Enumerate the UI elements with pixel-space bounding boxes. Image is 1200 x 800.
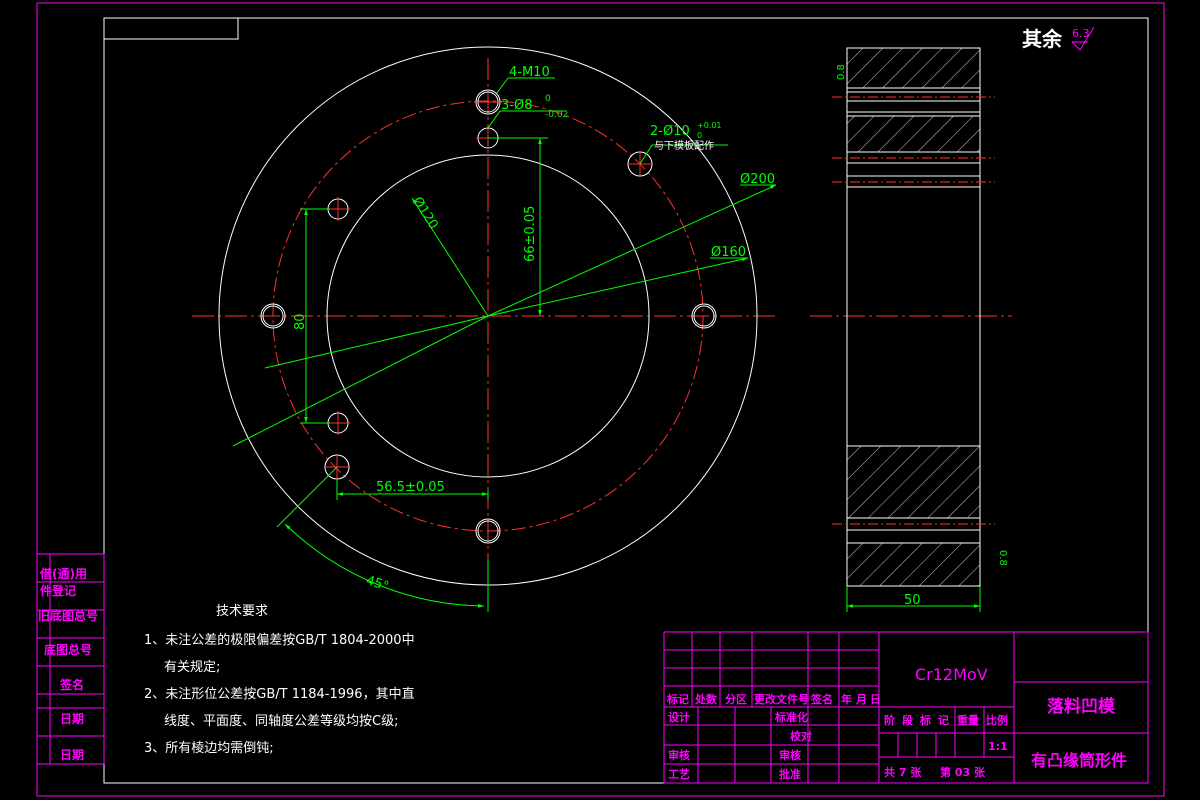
dim-side-top: 0.8 [836, 64, 847, 80]
outer-border [36, 2, 1165, 797]
side-row-7: 日期 [60, 747, 84, 762]
code-box [103, 17, 239, 40]
rev-h-day: 日 [870, 693, 881, 706]
dowel-note: 与下模板配作 [654, 139, 714, 152]
tech-line-1a: 1、未注公差的极限偏差按GB/T 1804-2000中 [144, 633, 415, 648]
rev-h-year: 年 [841, 692, 852, 706]
dimension-lines [232, 77, 777, 612]
dim-pin-holes: 3-Ø8 [501, 98, 532, 113]
roughness-symbol [1071, 26, 1095, 51]
tech-line-3: 3、所有棱边均需倒钝; [144, 741, 274, 756]
tb-material: Cr12MoV [915, 665, 988, 684]
title-block-grid [663, 631, 1149, 784]
dim-d200: Ø200 [740, 172, 775, 187]
side-row-2: 件登记 [40, 583, 76, 598]
hole-right [691, 303, 717, 329]
tb-standard: 标准化 [774, 710, 808, 724]
tb-sheets-total: 共 7 张 [884, 765, 922, 779]
dim-56-5: 56.5±0.05 [376, 480, 445, 495]
stage-h-0: 阶 [884, 713, 896, 727]
stage-h-scale: 比例 [986, 713, 1008, 727]
rev-h-mark: 标记 [666, 692, 689, 706]
tb-design: 设计 [668, 710, 690, 724]
hole-left [260, 303, 286, 329]
side-row-6: 日期 [60, 711, 84, 726]
tech-title: 技术要求 [216, 604, 269, 619]
tb-process: 工艺 [668, 767, 690, 781]
dim-d120: Ø120 [409, 194, 440, 232]
rev-h-month: 月 [855, 693, 867, 706]
tb-product: 有凸缘筒形件 [1031, 751, 1127, 770]
roughness-value: 6.3 [1072, 27, 1090, 40]
dim-pin-holes-upper: 0 [545, 94, 551, 104]
tech-line-2a: 2、未注形位公差按GB/T 1184-1996，其中直 [144, 687, 415, 702]
front-view: 4-M10 3-Ø8 0 -0.02 2-Ø10 +0.01 0 Ø200 Ø1… [192, 46, 778, 612]
side-row-5: 签名 [59, 677, 84, 692]
hole-right-inner [693, 305, 715, 327]
tb-approve: 批准 [779, 767, 801, 781]
dim-66: 66±0.05 [523, 206, 538, 262]
stage-h-3: 记 [938, 714, 949, 727]
dim-dowel-holes: 2-Ø10 [650, 124, 690, 139]
rev-h-doc: 更改文件号 [754, 692, 809, 706]
dim-width: 50 [904, 593, 921, 608]
dim-dowel-upper: +0.01 [697, 121, 722, 130]
stage-h-weight: 重量 [957, 713, 979, 727]
dim-dowel-lower: 0 [697, 131, 702, 140]
dim-side-bottom: 0.8 [997, 550, 1008, 566]
dim-80: 80 [293, 313, 308, 330]
stage-h-2: 标 [919, 713, 931, 727]
rev-h-sign: 签名 [810, 692, 833, 706]
tb-check: 审核 [668, 748, 690, 762]
side-outline [846, 47, 981, 587]
side-view: 50 0.8 0.8 其余 6.3 [810, 26, 1095, 612]
dim-thread-holes: 4-M10 [509, 65, 550, 80]
inner-bore [326, 154, 650, 478]
inner-border [103, 17, 1149, 784]
tb-verify: 校对 [790, 729, 812, 743]
side-row-3: 旧底图总号 [38, 608, 98, 623]
tb-scale: 1:1 [988, 740, 1008, 753]
stage-h-1: 段 [902, 713, 913, 727]
rev-h-count: 处数 [694, 692, 718, 706]
side-row-4: 底图总号 [44, 642, 92, 657]
rev-h-zone: 分区 [725, 692, 747, 706]
dim-angle: 45° [364, 573, 391, 594]
dim-pin-holes-lower: -0.02 [545, 110, 568, 120]
tb-sheet-no: 第 03 张 [940, 765, 986, 779]
tech-line-2b: 线度、平面度、同轴度公差等级均按C级; [164, 714, 399, 729]
tech-line-1b: 有关规定; [164, 660, 221, 675]
bolt-circle [272, 100, 704, 532]
dim-d160: Ø160 [711, 245, 746, 260]
roughness-label: 其余 [1022, 27, 1063, 51]
tb-review: 审核 [779, 748, 801, 762]
hole-left-inner [262, 305, 284, 327]
side-table [36, 553, 105, 765]
side-row-1: 借(通)用 [39, 566, 87, 581]
tb-part-name: 落料凹模 [1047, 696, 1116, 717]
